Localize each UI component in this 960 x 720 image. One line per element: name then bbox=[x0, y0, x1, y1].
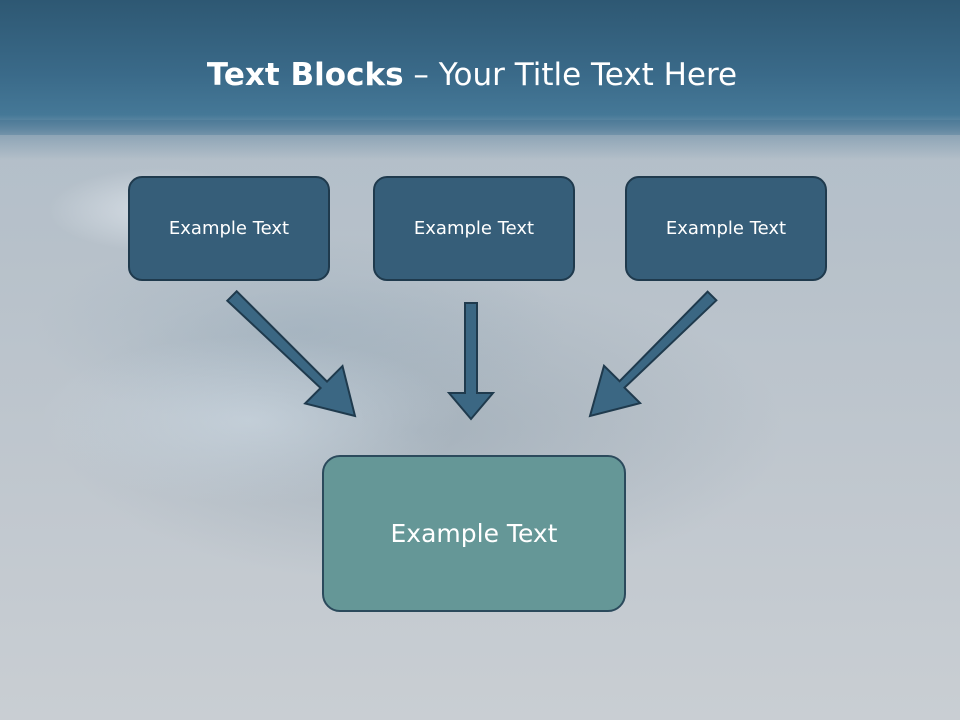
arrow-left-icon bbox=[225, 289, 357, 418]
result-block[interactable]: Example Text bbox=[322, 455, 626, 612]
text-block-2-label: Example Text bbox=[413, 218, 535, 239]
header-band bbox=[0, 0, 960, 135]
text-block-1-label: Example Text bbox=[168, 218, 290, 239]
title-rest: – Your Title Text Here bbox=[403, 57, 738, 93]
title-bold: Text Blocks bbox=[206, 57, 404, 93]
text-block-2[interactable]: Example Text bbox=[373, 176, 575, 281]
page-title: Text Blocks – Your Title Text Here bbox=[0, 52, 944, 98]
text-block-3[interactable]: Example Text bbox=[625, 176, 827, 281]
arrow-right-icon bbox=[588, 290, 718, 418]
text-block-1[interactable]: Example Text bbox=[128, 176, 330, 281]
arrow-center-icon bbox=[446, 302, 496, 421]
header-fade bbox=[0, 120, 960, 160]
text-block-3-label: Example Text bbox=[665, 218, 787, 239]
result-block-label: Example Text bbox=[390, 519, 558, 548]
